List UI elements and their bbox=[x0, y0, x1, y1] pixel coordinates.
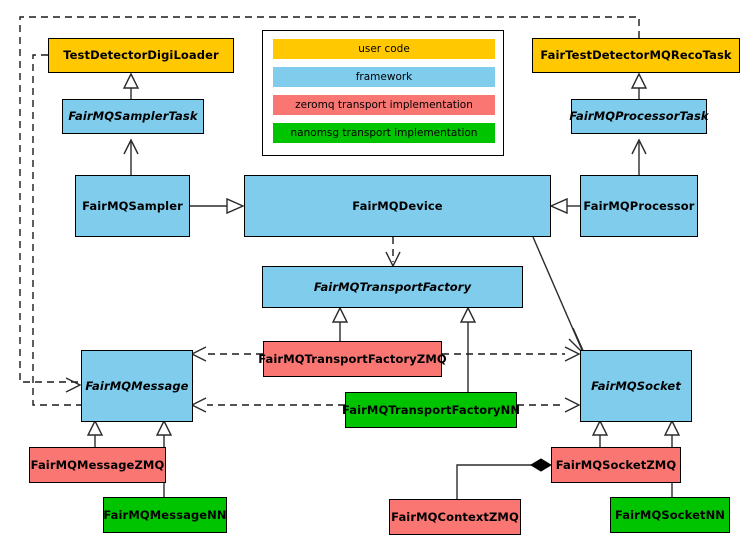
node-label: FairMQSocketZMQ bbox=[555, 457, 677, 472]
node-label: FairMQTransportFactoryNN bbox=[341, 402, 521, 417]
node-label: FairMQSampler bbox=[82, 198, 183, 213]
node-label: FairMQMessageZMQ bbox=[30, 457, 165, 472]
arrowhead-open-socket-tr bbox=[564, 346, 581, 362]
arrowhead-open-message-left-upper bbox=[65, 377, 82, 393]
node-fairmq-transport-factory-zmq[interactable]: FairMQTransportFactoryZMQ bbox=[258, 341, 447, 377]
legend: user code framework zeromq transport imp… bbox=[262, 30, 504, 156]
node-label: FairMQSocket bbox=[591, 378, 681, 393]
arrowhead-inheritance-tf-left bbox=[331, 306, 349, 323]
node-fairmq-socket-nn[interactable]: FairMQSocketNN bbox=[610, 497, 730, 533]
node-fairmq-device[interactable]: FairMQDevice bbox=[244, 175, 551, 237]
node-fairmq-sampler-task[interactable]: FairMQSamplerTask bbox=[62, 99, 204, 134]
legend-label: zeromq transport implementation bbox=[295, 99, 473, 111]
legend-label: user code bbox=[358, 43, 410, 55]
node-fairmq-socket-zmq[interactable]: FairMQSocketZMQ bbox=[551, 447, 681, 483]
node-label: FairMQTransportFactory bbox=[313, 279, 472, 294]
arrowhead-inheritance-recotask bbox=[630, 72, 648, 89]
node-label: TestDetectorDigiLoader bbox=[63, 48, 219, 63]
edge-recotask-message bbox=[19, 16, 640, 383]
node-label: FairMQSamplerTask bbox=[68, 109, 198, 124]
node-label: FairMQTransportFactoryZMQ bbox=[258, 351, 447, 366]
composition-diamond-socketzmq bbox=[530, 458, 552, 472]
arrowhead-inheritance-device-right bbox=[549, 197, 568, 215]
arrowhead-inheritance-device-left bbox=[226, 197, 245, 215]
node-label: FairMQMessageNN bbox=[103, 507, 227, 522]
node-fairmq-message[interactable]: FairMQMessage bbox=[81, 350, 193, 422]
legend-item-nanomsg: nanomsg transport implementation bbox=[273, 123, 495, 143]
node-label: FairMQMessage bbox=[85, 378, 189, 393]
node-label: FairMQProcessorTask bbox=[569, 109, 709, 124]
node-fairmq-processor-task[interactable]: FairMQProcessorTask bbox=[569, 99, 709, 134]
node-label: FairTestDetectorMQRecoTask bbox=[540, 48, 732, 63]
arrowhead-inheritance-socket-left bbox=[591, 419, 609, 436]
legend-label: nanomsg transport implementation bbox=[290, 127, 478, 139]
legend-item-zeromq: zeromq transport implementation bbox=[273, 95, 495, 115]
node-fairmq-transport-factory-nn[interactable]: FairMQTransportFactoryNN bbox=[341, 392, 521, 428]
node-fairmq-message-zmq[interactable]: FairMQMessageZMQ bbox=[29, 447, 166, 483]
node-label: FairMQSocketNN bbox=[614, 507, 726, 522]
legend-item-framework: framework bbox=[273, 67, 495, 87]
node-fair-test-detector-mq-reco-task[interactable]: FairTestDetectorMQRecoTask bbox=[532, 38, 740, 73]
node-label: FairMQContextZMQ bbox=[391, 509, 519, 524]
arrowhead-open-processortask bbox=[631, 138, 647, 155]
arrowhead-open-socket-br bbox=[564, 397, 581, 413]
node-fairmq-transport-factory[interactable]: FairMQTransportFactory bbox=[262, 266, 523, 308]
node-fairmq-sampler[interactable]: FairMQSampler bbox=[75, 175, 190, 237]
arrowhead-inheritance-tf-right bbox=[459, 306, 477, 323]
node-label: FairMQProcessor bbox=[583, 198, 695, 213]
node-test-detector-digi-loader[interactable]: TestDetectorDigiLoader bbox=[48, 38, 234, 73]
edge-socketzmq-contextzmq bbox=[456, 464, 536, 499]
legend-item-user-code: user code bbox=[273, 39, 495, 59]
node-fairmq-socket[interactable]: FairMQSocket bbox=[580, 350, 692, 422]
arrowhead-inheritance-message-left bbox=[86, 419, 104, 436]
node-fairmq-processor[interactable]: FairMQProcessor bbox=[580, 175, 698, 237]
arrowhead-inheritance-digiloader bbox=[122, 72, 140, 89]
legend-label: framework bbox=[355, 71, 413, 83]
arrowhead-open-samplertask bbox=[123, 138, 139, 155]
arrowhead-inheritance-message-right bbox=[155, 419, 173, 436]
node-label: FairMQDevice bbox=[352, 198, 443, 213]
node-fairmq-message-nn[interactable]: FairMQMessageNN bbox=[103, 497, 227, 533]
node-fairmq-context-zmq[interactable]: FairMQContextZMQ bbox=[389, 499, 521, 535]
arrowhead-inheritance-socket-right bbox=[663, 419, 681, 436]
